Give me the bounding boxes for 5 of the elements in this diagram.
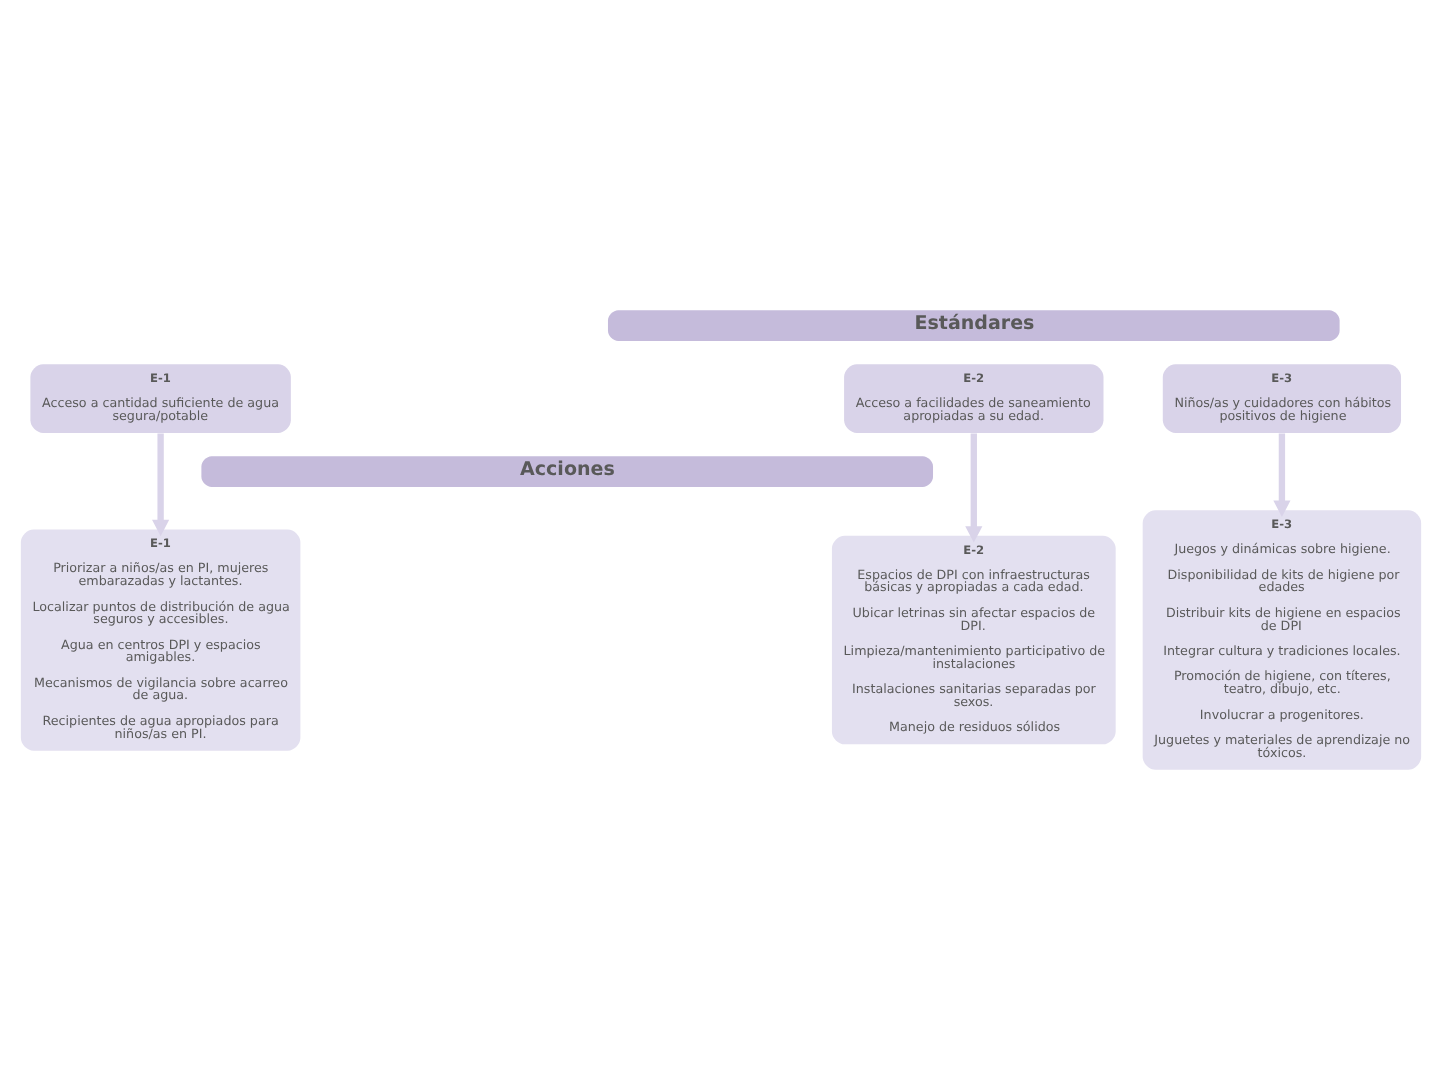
arrow — [1273, 432, 1291, 516]
node-box: Estándares — [607, 309, 1340, 340]
node-box: Acciones — [201, 455, 934, 487]
arrow — [965, 432, 983, 542]
arrow — [152, 432, 170, 536]
